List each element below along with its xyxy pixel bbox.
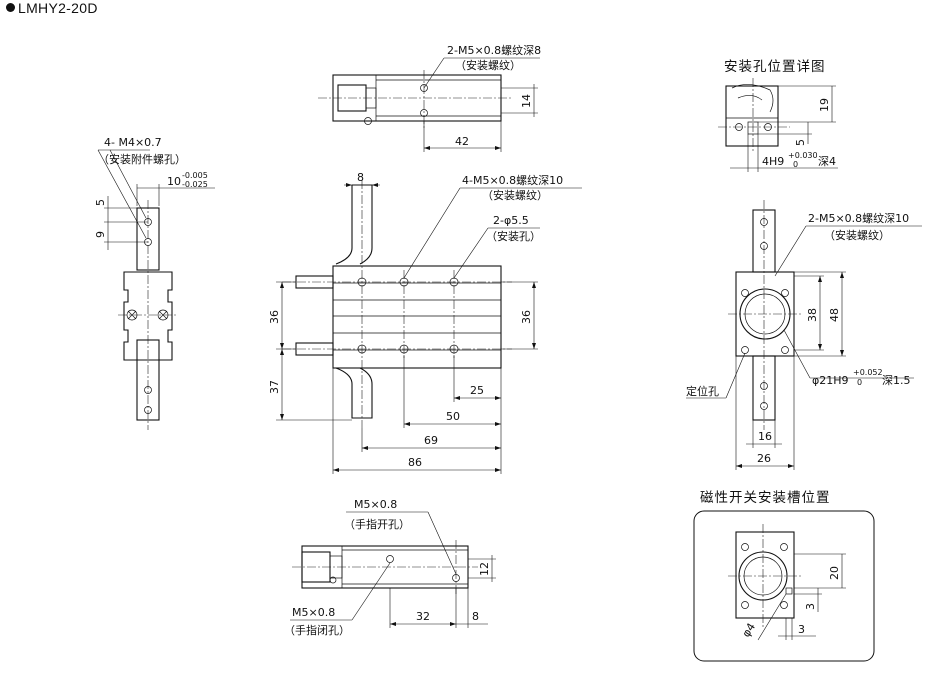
front-dim-37: 37 — [268, 380, 281, 394]
right-bore-lower: 0 — [857, 378, 862, 387]
sensor-title: 磁性开关安装槽位置 — [700, 490, 831, 506]
top-dim-42: 42 — [455, 135, 469, 148]
detail-dimensions: 19 5 4H9 +0.030 0 深4 — [730, 85, 838, 172]
top-view-dimensions: 2-M5×0.8螺纹深8 （安装螺纹） 14 42 — [423, 43, 541, 152]
right-side-view: 2-M5×0.8螺纹深10 （安装螺纹） 38 48 φ21H9 +0.052 … — [686, 200, 922, 470]
front-thread-label: 4-M5×0.8螺纹深10 — [462, 173, 563, 187]
right-view-body — [728, 200, 802, 430]
top-dim-14: 14 — [520, 94, 533, 108]
sensor-dim-3-vertical: 3 — [804, 603, 817, 610]
model-title: LMHY2-20D — [6, 0, 98, 16]
detail-fit-upper: +0.030 — [788, 151, 818, 160]
sensor-dim-3-horizontal: 3 — [798, 623, 805, 636]
right-dim-38: 38 — [806, 308, 819, 322]
right-view-dimensions: 2-M5×0.8螺纹深10 （安装螺纹） 38 48 φ21H9 +0.052 … — [686, 211, 922, 470]
left-dim-5: 5 — [94, 199, 107, 206]
left-tol-label: 10 — [167, 175, 181, 188]
front-dim-36-right: 36 — [520, 310, 533, 324]
detail-title: 安装孔位置详图 — [724, 59, 826, 75]
front-dim-8: 8 — [357, 171, 364, 184]
front-dim-69: 69 — [424, 434, 438, 447]
top-view-body — [318, 70, 512, 128]
sensor-dim-20: 20 — [828, 566, 841, 580]
bottom-open-thread: M5×0.8 — [354, 498, 397, 511]
detail-fit: 4H9 — [762, 155, 784, 168]
right-thread-label: 2-M5×0.8螺纹深10 — [808, 211, 909, 225]
bottom-dim-8: 8 — [472, 610, 479, 623]
right-dim-16: 16 — [758, 430, 772, 443]
front-view-body — [282, 180, 512, 428]
right-dim-48: 48 — [828, 308, 841, 322]
top-thread-label: 2-M5×0.8螺纹深8 — [447, 43, 541, 57]
sensor-frame — [693, 510, 875, 662]
left-thread-note: （安装附件螺孔） — [98, 152, 186, 166]
bottom-view: M5×0.8 （手指开孔） M5×0.8 （手指闭孔） 12 32 8 — [284, 498, 496, 637]
right-locating-label: 定位孔 — [686, 384, 719, 398]
right-bore-depth: 深1.5 — [882, 374, 911, 387]
bottom-view-body — [292, 540, 478, 594]
front-dim-86: 86 — [408, 456, 422, 469]
sensor-body — [728, 524, 802, 628]
left-side-view: 4- M4×0.7 （安装附件螺孔） 10 -0.005 -0.025 5 9 — [94, 136, 215, 430]
front-dim-25: 25 — [470, 384, 484, 397]
sensor-dimensions: 20 3 φ4 3 — [740, 553, 846, 641]
bottom-close-note: （手指闭孔） — [284, 623, 350, 637]
bottom-dim-12: 12 — [478, 562, 491, 576]
detail-dim-19: 19 — [818, 98, 831, 112]
front-hole-note: （安装孔） — [486, 229, 541, 243]
top-view: 2-M5×0.8螺纹深8 （安装螺纹） 14 42 — [318, 43, 541, 152]
front-view-dimensions: 8 4-M5×0.8螺纹深10 （安装螺纹） 2-φ5.5 （安装孔） 36 3… — [268, 171, 582, 474]
bottom-view-dimensions: M5×0.8 （手指开孔） M5×0.8 （手指闭孔） 12 32 8 — [284, 498, 496, 637]
left-view-dimensions: 4- M4×0.7 （安装附件螺孔） 10 -0.005 -0.025 5 9 — [94, 136, 215, 250]
left-view-body — [118, 200, 178, 430]
sensor-dim-4: φ4 — [740, 621, 759, 640]
right-thread-note: （安装螺纹） — [824, 228, 890, 242]
left-tol-upper: -0.005 — [182, 171, 208, 180]
bottom-open-note: （手指开孔） — [344, 517, 410, 531]
front-dim-36-left: 36 — [268, 310, 281, 324]
left-tol-lower: -0.025 — [182, 180, 208, 189]
detail-fit-lower: 0 — [793, 160, 798, 169]
left-thread-label: 4- M4×0.7 — [104, 136, 162, 149]
front-dim-50: 50 — [446, 410, 460, 423]
right-bore-upper: +0.052 — [853, 368, 883, 377]
front-thread-note: （安装螺纹） — [482, 188, 548, 202]
sensor-slot-view: 磁性开关安装槽位置 20 3 φ4 3 — [693, 490, 875, 662]
front-view: 8 4-M5×0.8螺纹深10 （安装螺纹） 2-φ5.5 （安装孔） 36 3… — [268, 171, 582, 474]
front-hole-label: 2-φ5.5 — [493, 214, 529, 227]
right-bore: φ21H9 — [812, 374, 849, 387]
bullet-icon — [6, 3, 15, 12]
model-name: LMHY2-20D — [18, 0, 98, 16]
bottom-dim-32: 32 — [416, 610, 430, 623]
detail-depth: 深4 — [818, 155, 836, 168]
right-dim-26: 26 — [757, 452, 771, 465]
detail-dim-5: 5 — [794, 139, 807, 146]
top-thread-note: （安装螺纹） — [455, 58, 521, 72]
detail-body — [718, 78, 790, 152]
mounting-hole-detail: 安装孔位置详图 19 5 4H9 +0.030 0 深4 — [718, 59, 838, 172]
left-dim-9: 9 — [94, 231, 107, 238]
bottom-close-thread: M5×0.8 — [292, 606, 335, 619]
